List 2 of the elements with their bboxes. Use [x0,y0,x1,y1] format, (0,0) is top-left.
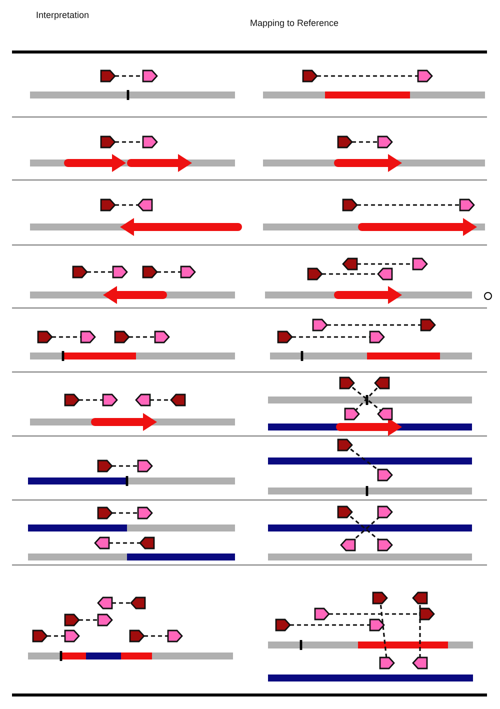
column-header: Mapping to Reference [250,18,339,28]
column-header: Interpretation [36,10,90,20]
